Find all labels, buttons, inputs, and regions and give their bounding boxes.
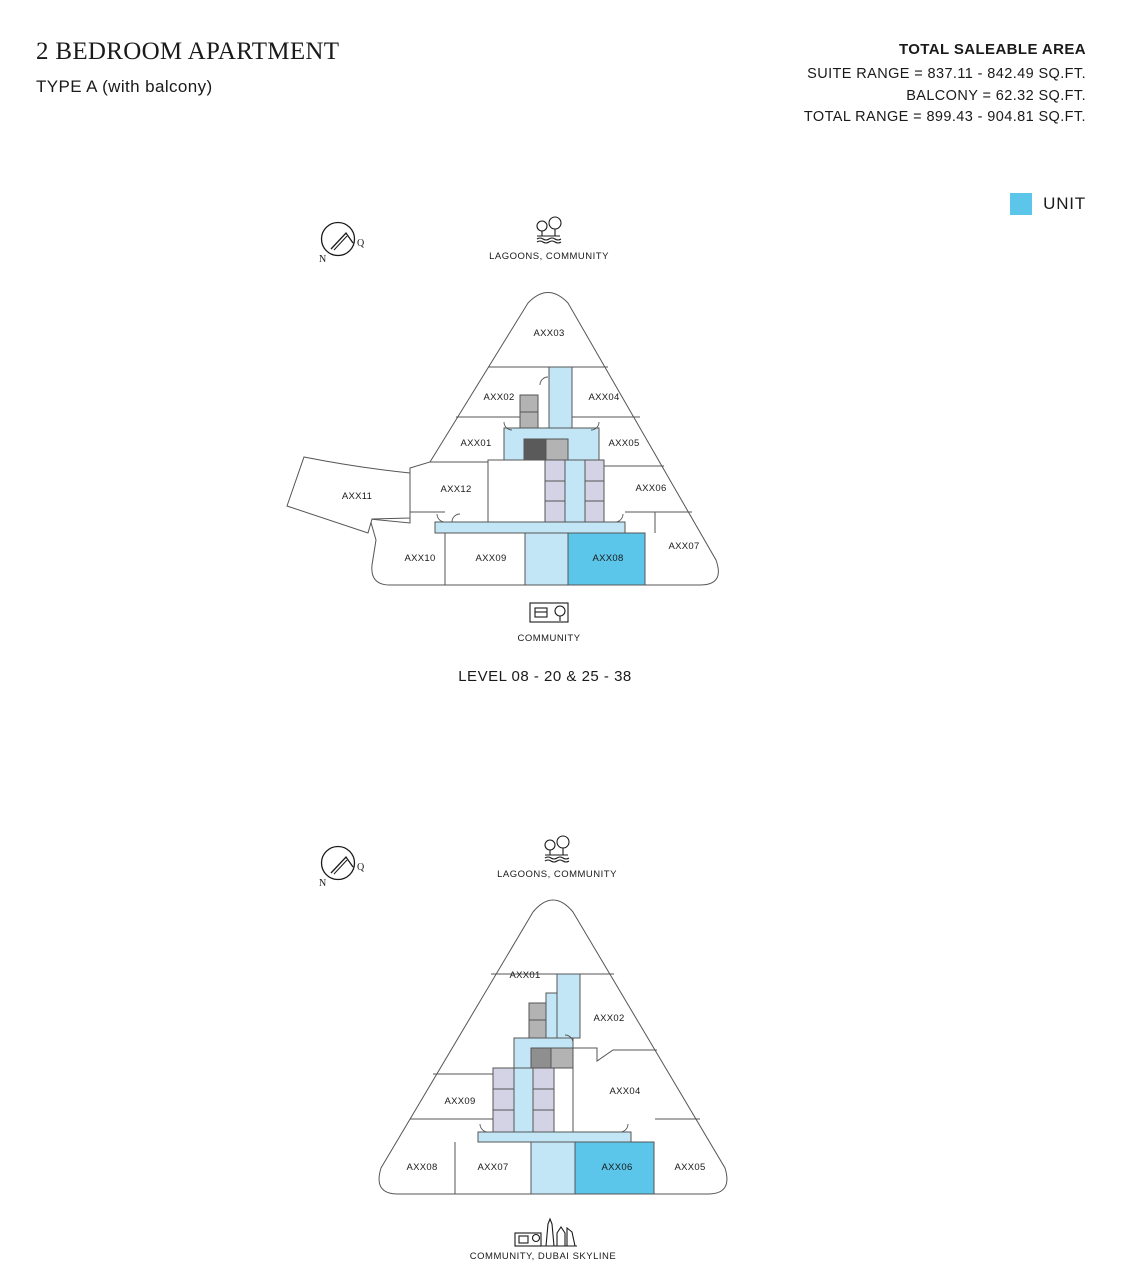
page-subtitle: TYPE A (with balcony) [36, 77, 213, 96]
unit-axx11-outline [286, 456, 411, 534]
legend-swatch-unit [1010, 193, 1033, 215]
unit-label-axx01-2: AXX01 [509, 970, 540, 981]
compass-n: N [319, 254, 326, 265]
balcony-area: BALCONY = 62.32 SQ.FT. [906, 87, 1086, 104]
legend: UNIT [1010, 193, 1086, 215]
view-label-bottom: COMMUNITY [517, 633, 580, 644]
floor-plan-second: N Q LAGOONS, COMMUNITY [319, 835, 728, 1262]
total-range: TOTAL RANGE = 899.43 - 904.81 SQ.FT. [803, 109, 1086, 125]
core-2 [477, 973, 632, 1195]
lagoon-icon [536, 216, 562, 244]
suite-range: SUITE RANGE = 837.11 - 842.49 SQ.FT. [807, 66, 1086, 82]
compass-q-2: Q [357, 862, 365, 873]
level-label: LEVEL 08 - 20 & 25 - 38 [458, 668, 632, 685]
view-label-top: LAGOONS, COMMUNITY [489, 251, 609, 262]
view-label-top-2: LAGOONS, COMMUNITY [497, 869, 617, 880]
unit-label-axx08: AXX08 [592, 553, 623, 564]
unit-label-axx07-2: AXX07 [477, 1162, 508, 1173]
unit-label-axx01: AXX01 [460, 438, 491, 449]
unit-axx06-highlight[interactable] [574, 1141, 655, 1195]
unit-label-axx09: AXX09 [475, 553, 506, 564]
unit-label-axx02-2: AXX02 [593, 1013, 624, 1024]
page-title: 2 BEDROOM APARTMENT [36, 38, 340, 65]
unit-label-axx08-2: AXX08 [406, 1162, 437, 1173]
unit-label-axx02: AXX02 [483, 392, 514, 403]
saleable-area-heading: TOTAL SALEABLE AREA [898, 41, 1086, 58]
unit-label-axx05: AXX05 [608, 438, 639, 449]
compass-n-2: N [319, 878, 326, 889]
door-swings [436, 376, 624, 523]
unit-label-axx10: AXX10 [404, 553, 435, 564]
unit-label-axx07: AXX07 [668, 541, 699, 552]
unit-label-axx03: AXX03 [533, 328, 564, 339]
legend-label-unit: UNIT [1043, 194, 1086, 213]
core [434, 366, 626, 586]
floor-plan-level-08-20-25-38: N Q LAGOONS, COMMUNITY [286, 216, 719, 685]
unit-label-axx09-2: AXX09 [444, 1096, 475, 1107]
compass-rose-2: N Q [319, 845, 365, 889]
door-swings-2 [479, 1034, 629, 1133]
unit-label-axx04: AXX04 [588, 392, 619, 403]
compass-rose: N Q [319, 221, 365, 265]
view-label-bottom-2: COMMUNITY, DUBAI SKYLINE [470, 1251, 616, 1262]
unit-label-axx05-2: AXX05 [674, 1162, 705, 1173]
unit-label-axx12: AXX12 [440, 484, 471, 495]
lagoon-icon-2 [544, 835, 570, 863]
unit-label-axx06: AXX06 [635, 483, 666, 494]
compass-q: Q [357, 238, 365, 249]
unit-label-axx11: AXX11 [342, 491, 372, 502]
unit-label-axx06-2: AXX06 [601, 1162, 632, 1173]
unit-axx08-highlight[interactable] [567, 532, 646, 586]
community-icon [529, 602, 569, 623]
unit-label-axx04-2: AXX04 [609, 1086, 640, 1097]
saleable-area-block: TOTAL SALEABLE AREA SUITE RANGE = 837.11… [804, 41, 1086, 129]
skyline-icon [514, 1217, 577, 1247]
